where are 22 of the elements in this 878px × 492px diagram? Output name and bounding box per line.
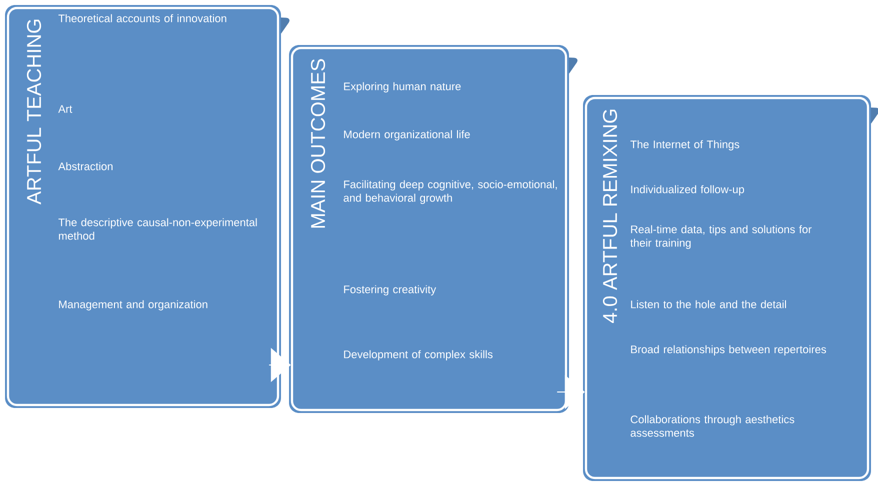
item-text: Listen to the hole and the detail [631,300,786,308]
panel-heading: 4.0 ARTFUL REMIXING [602,110,618,323]
panel [5,5,290,408]
item-text: The descriptive causal-non-experimental method [58,218,257,240]
panel-heading: MAIN OUTCOMES [310,59,326,228]
item-text: Facilitating deep cognitive, socio-emotional, and behavioral growth [344,180,557,204]
item-text: Abstraction [58,162,112,170]
item-text: Individualized follow-up [631,185,744,196]
item-text: Theoretical accounts of innovation [58,14,226,22]
item-text: Broad relationships between repertoires [631,345,826,356]
item-text: The Internet of Things [630,140,740,150]
item-text: Development of complex skills [344,350,493,360]
item-text: Collaborations through aesthetics assessments [630,415,794,437]
item-text: Exploring human nature [344,82,461,92]
item-text: Management and organization [59,300,208,310]
item-text: Real-time data, tips and solutions for their training [630,225,812,249]
panel [583,95,878,481]
panel-heading: ARTFUL TEACHING [26,20,42,204]
item-text: Modern organizational life [344,130,470,140]
item-text: Fostering creativity [344,285,436,296]
item-text: Art [58,105,72,113]
panel [289,45,578,413]
